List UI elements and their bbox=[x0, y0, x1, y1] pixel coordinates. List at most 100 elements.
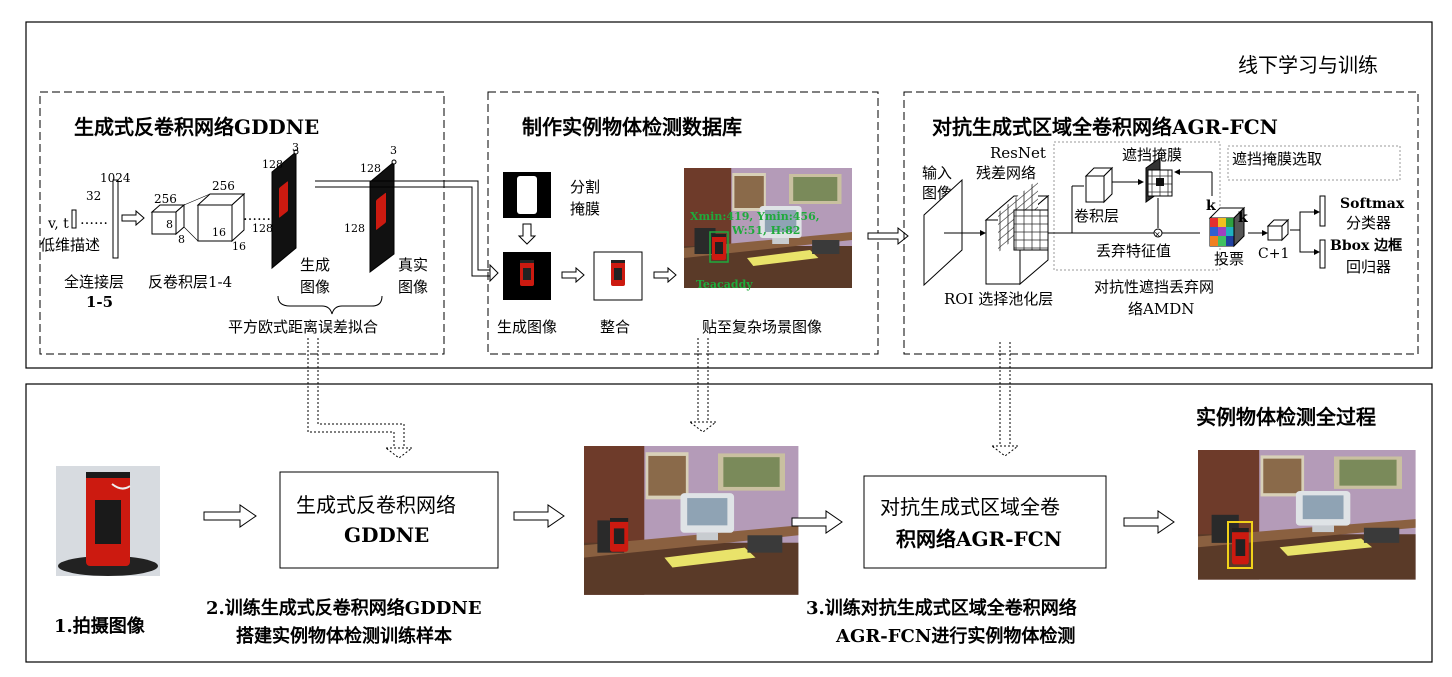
real-label-2: 图像 bbox=[398, 278, 428, 296]
deconv-label: 反卷积层1-4 bbox=[148, 273, 232, 291]
fc-dots: …… bbox=[80, 212, 108, 228]
input-vt-label: v, t bbox=[47, 216, 69, 232]
vote-grid bbox=[1208, 206, 1246, 248]
arrow-gen-merge bbox=[561, 266, 585, 284]
arrow-merge-paste bbox=[653, 266, 677, 284]
agr-box-line1: 对抗生成式区域全卷 bbox=[880, 495, 1060, 519]
roi-grid bbox=[1013, 209, 1049, 251]
generated-image-slab bbox=[271, 150, 297, 270]
gen-image-label: 生成图像 bbox=[497, 318, 557, 336]
arrow-agr-result bbox=[1123, 510, 1175, 534]
step1-label: 1.拍摄图像 bbox=[54, 615, 146, 637]
roi-label: ROI 选择池化层 bbox=[944, 290, 1053, 308]
arrow-fc-deconv bbox=[121, 209, 145, 227]
fc-layer-bar bbox=[112, 179, 119, 259]
agr-box bbox=[863, 475, 1107, 569]
connector-gddne-dataset bbox=[315, 180, 492, 277]
softmax-bar bbox=[1319, 195, 1326, 227]
gen-label-2: 图像 bbox=[300, 278, 330, 296]
agr-section-title: 对抗生成式区域全卷积网络AGR-FCN bbox=[932, 115, 1278, 139]
svg-text:×: × bbox=[1154, 230, 1161, 239]
input-image-plane bbox=[923, 178, 963, 287]
paste-label: 贴至复杂场景图像 bbox=[702, 318, 822, 336]
c1-label: C+1 bbox=[1258, 246, 1289, 262]
object-label: Teacaddy bbox=[696, 278, 753, 291]
gddne-box bbox=[279, 471, 499, 569]
resnet-label-1: ResNet bbox=[990, 144, 1046, 162]
dim-128a: 128 bbox=[262, 158, 283, 171]
resnet-label-2: 残差网络 bbox=[976, 164, 1036, 182]
mask-label-2: 掩膜 bbox=[570, 200, 600, 218]
mask-select-label: 遮挡掩膜选取 bbox=[1232, 150, 1322, 168]
amdn-label-1: 对抗性遮挡丢弃网 bbox=[1094, 278, 1214, 296]
drop-feature-label: 丢弃特征值 bbox=[1096, 242, 1171, 260]
real-label-1: 真实 bbox=[398, 256, 428, 274]
fc-range: 1-5 bbox=[86, 293, 113, 311]
mask-label-1: 分割 bbox=[570, 178, 600, 196]
dim-128c: 128 bbox=[360, 162, 381, 175]
dataset-section-title: 制作实例物体检测数据库 bbox=[522, 115, 742, 139]
bbox-text-1: Xmin:419, Ymin:456, bbox=[690, 210, 820, 223]
training-panel-title: 线下学习与训练 bbox=[1238, 53, 1378, 77]
dim-32: 32 bbox=[86, 189, 101, 203]
k-label-2: k bbox=[1238, 210, 1248, 226]
occlusion-mask-grid bbox=[1145, 157, 1173, 203]
arrow-dataset-agr bbox=[867, 226, 909, 246]
k-label-1: k bbox=[1206, 198, 1216, 214]
captured-photo bbox=[56, 466, 160, 576]
dim-1024: 1024 bbox=[100, 171, 131, 185]
step3-line2: AGR-FCN进行实例物体检测 bbox=[835, 625, 1075, 647]
training-panel-frame bbox=[25, 21, 1433, 369]
process-panel-frame bbox=[25, 383, 1433, 663]
dotted-connectors bbox=[307, 338, 1011, 450]
deconv-cube-2 bbox=[196, 192, 246, 243]
loss-label: 平方欧式距离误差拟合 bbox=[228, 318, 378, 336]
detection-result-image bbox=[1198, 450, 1416, 580]
bbox-text-2: W:51, H:82 bbox=[731, 224, 800, 237]
fc-label: 全连接层 bbox=[64, 273, 124, 291]
gddne-section-frame bbox=[39, 91, 445, 355]
deconv-dots: …… bbox=[243, 208, 271, 224]
agr-section-frame bbox=[903, 91, 1419, 355]
dim-3a: 3 bbox=[292, 141, 299, 154]
amdn-frame bbox=[1053, 141, 1221, 271]
real-image-slab bbox=[369, 160, 395, 273]
arrow-gddne-sample bbox=[513, 504, 565, 528]
bbox-label-1: Bbox 边框 bbox=[1330, 237, 1402, 254]
step2-line1: 2.训练生成式反卷积网络GDDNE bbox=[206, 597, 482, 619]
vote-label: 投票 bbox=[1214, 250, 1244, 268]
step2-line2: 搭建实例物体检测训练样本 bbox=[236, 625, 452, 647]
head-split bbox=[1290, 211, 1316, 253]
input-desc-label: 低维描述 bbox=[40, 236, 100, 254]
gddne-box-line2: GDDNE bbox=[344, 523, 429, 547]
bbox-label-2: 回归器 bbox=[1346, 258, 1391, 276]
arrow-photo-gddne bbox=[203, 504, 257, 528]
conv-label: 卷积层 bbox=[1074, 207, 1119, 225]
agr-box-line2: 积网络AGR-FCN bbox=[896, 527, 1062, 551]
c1-cube bbox=[1266, 218, 1290, 242]
gddne-section-title: 生成式反卷积网络GDDNE bbox=[74, 115, 319, 139]
pasted-bbox bbox=[709, 231, 729, 263]
dim-128b: 128 bbox=[252, 222, 273, 235]
amdn-label-2: 络AMDN bbox=[1128, 300, 1194, 318]
arrow-mask-gen bbox=[517, 223, 537, 245]
step3-line1: 3.训练对抗生成式区域全卷积网络 bbox=[806, 597, 1077, 619]
bbox-bar bbox=[1319, 239, 1326, 269]
dim-16b: 16 bbox=[232, 240, 246, 253]
occlusion-mask-label: 遮挡掩膜 bbox=[1122, 146, 1182, 164]
multiply-node bbox=[1153, 228, 1163, 238]
loss-brace bbox=[277, 295, 383, 315]
gddne-box-line1: 生成式反卷积网络 bbox=[296, 493, 456, 517]
dim-8a: 8 bbox=[166, 218, 173, 231]
dataset-section-frame bbox=[487, 91, 879, 355]
input-image-label-1: 输入 bbox=[922, 164, 952, 182]
dim-256b: 256 bbox=[212, 179, 235, 193]
input-vector bbox=[71, 209, 77, 229]
process-panel-title: 实例物体检测全过程 bbox=[1196, 405, 1376, 429]
conv-layer-cube bbox=[1084, 166, 1114, 204]
gen-label-1: 生成 bbox=[300, 256, 330, 274]
dim-128d: 128 bbox=[344, 222, 365, 235]
dim-256a: 256 bbox=[154, 192, 177, 206]
merge-label: 整合 bbox=[600, 318, 630, 336]
